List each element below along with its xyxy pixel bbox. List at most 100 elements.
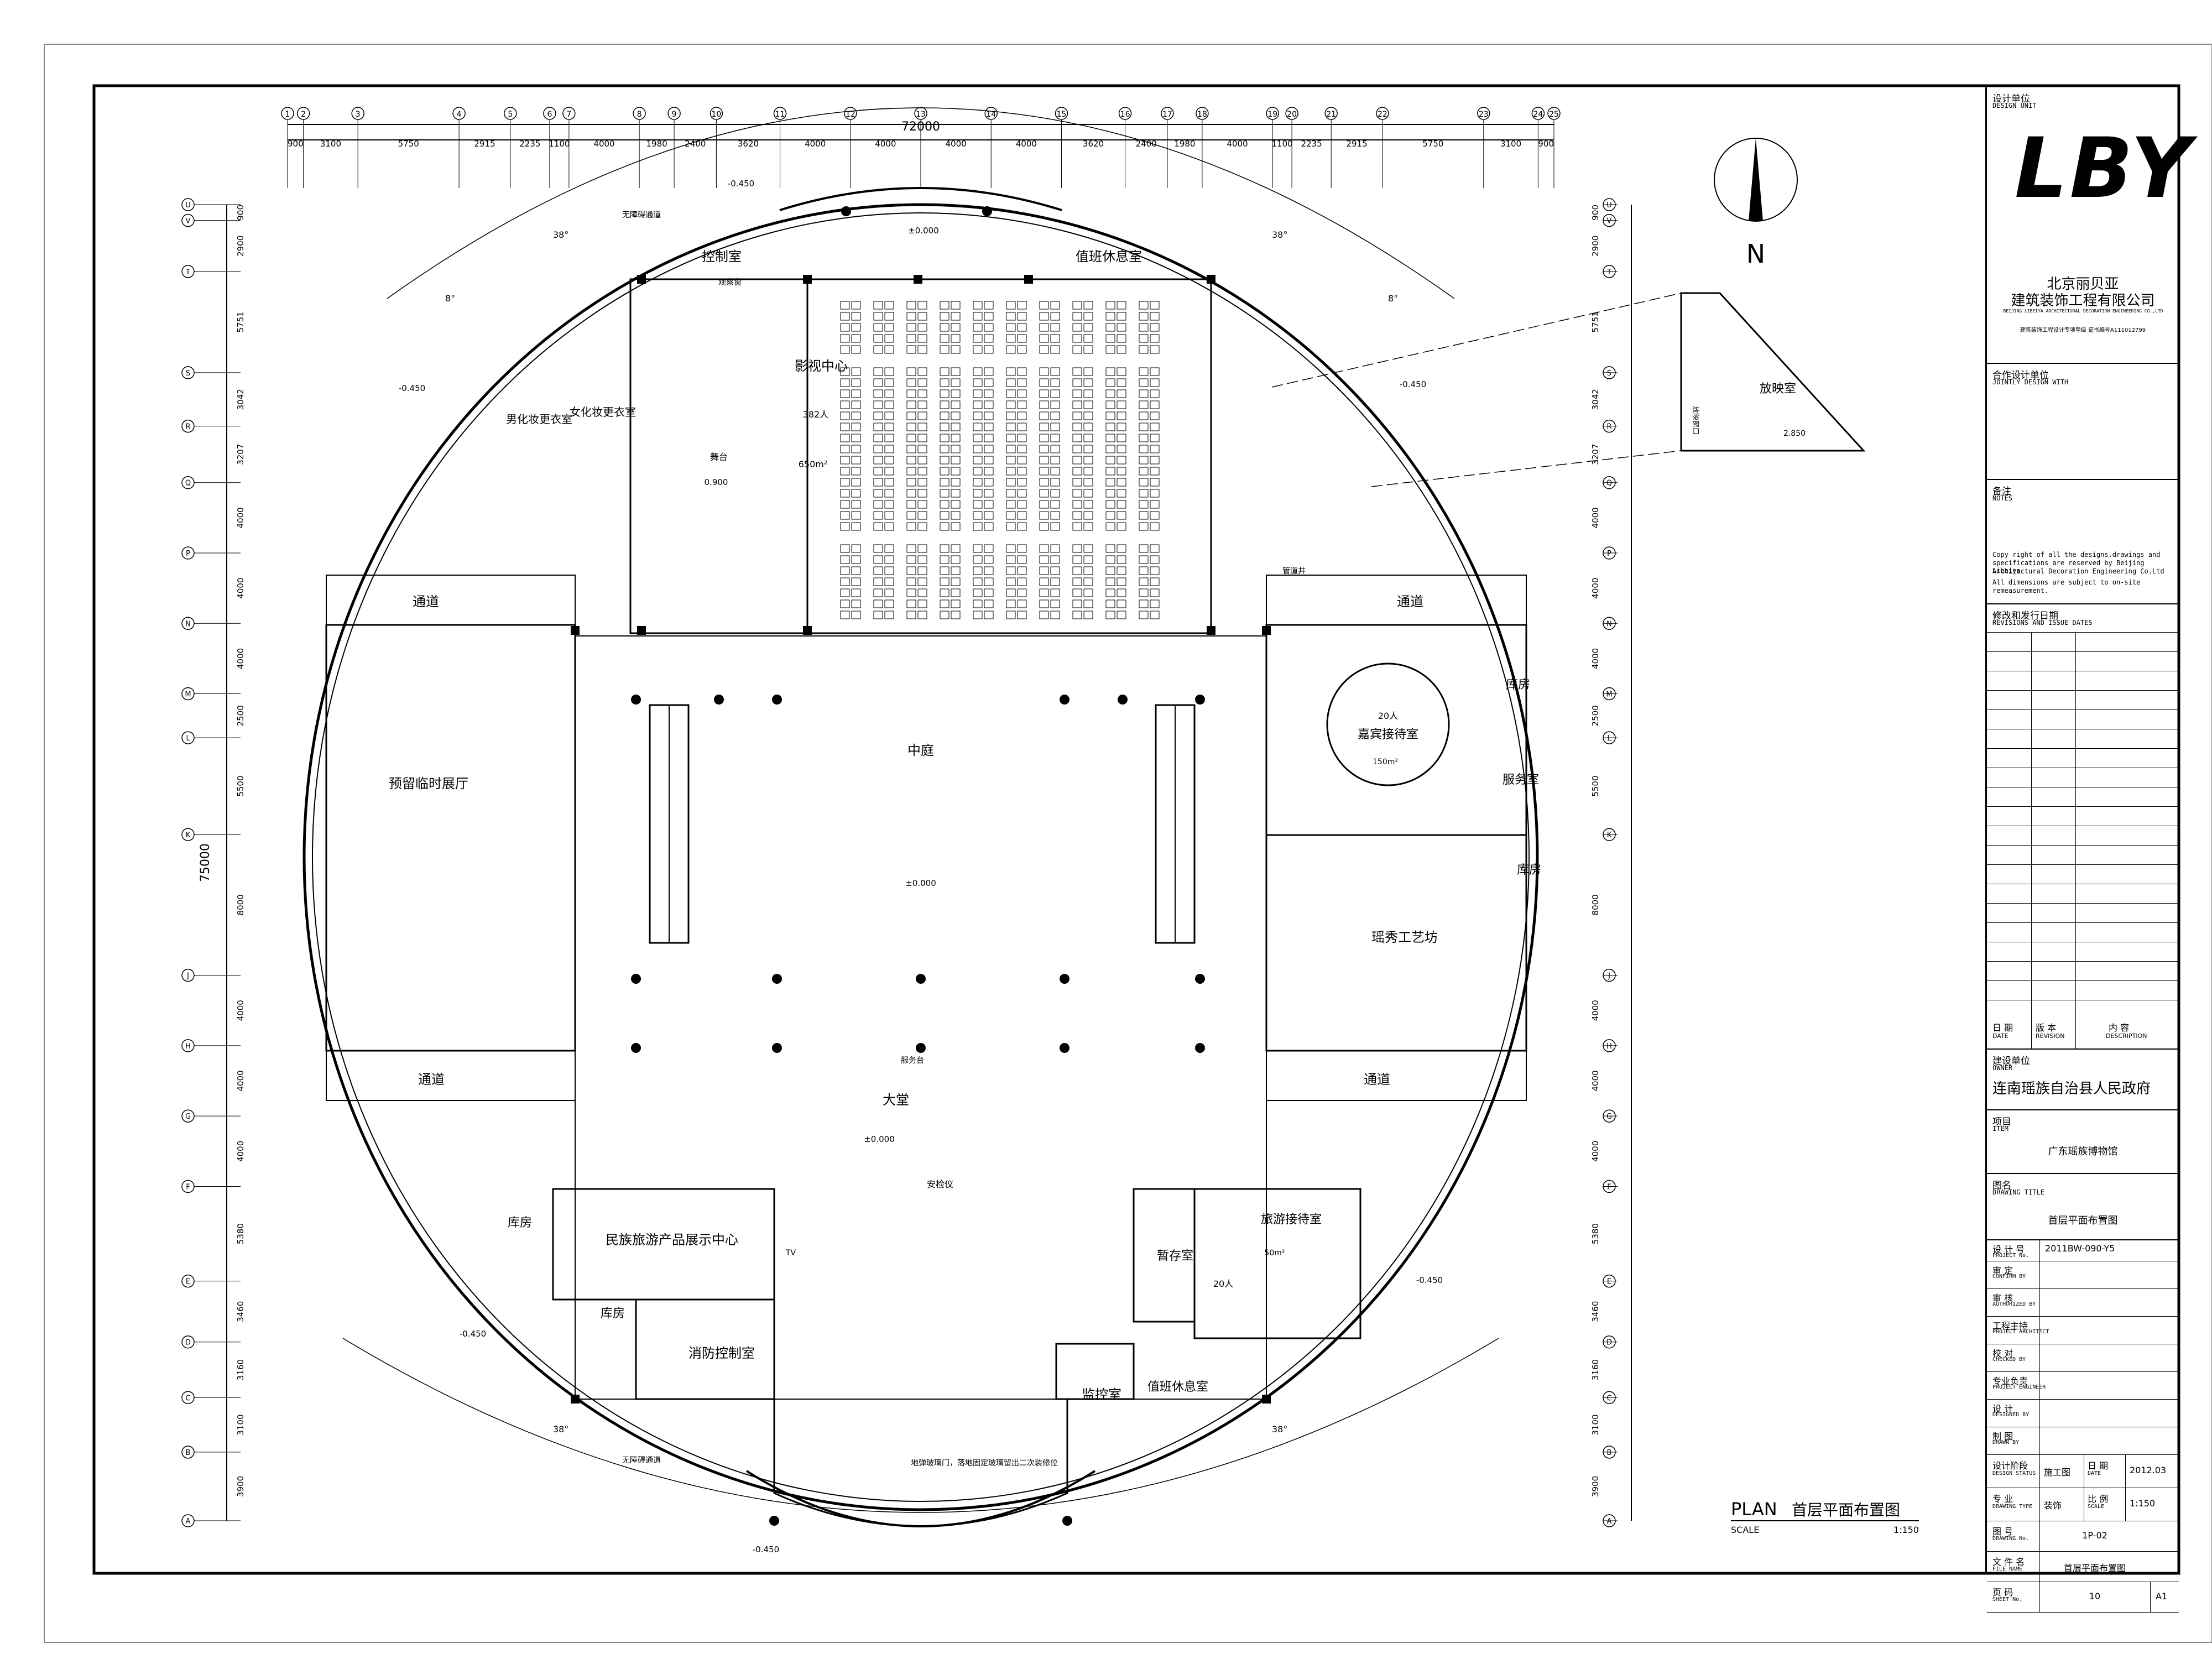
axis-label-side: S	[186, 369, 190, 378]
seat	[906, 345, 916, 354]
label-barrier-free-top: 无障碍通道	[622, 211, 661, 220]
axis-label-side: F	[186, 1183, 190, 1191]
seat	[1050, 588, 1060, 597]
seat	[840, 478, 850, 487]
dim-label-top: 900	[288, 139, 304, 149]
plan-scale-label: SCALE	[1731, 1525, 1759, 1535]
seat	[1083, 434, 1093, 442]
label-monitor-room: 监控室	[1082, 1387, 1121, 1402]
seat	[984, 334, 994, 343]
label-duty-rest-bottom: 值班休息室	[1147, 1380, 1208, 1394]
seat	[973, 301, 983, 310]
label-tour-capacity: 20人	[1213, 1279, 1233, 1289]
seat	[917, 611, 927, 619]
seat	[984, 301, 994, 310]
seat	[906, 445, 916, 453]
seat	[1139, 467, 1149, 476]
tb-pair-label-en: DESIGN STATUS	[1992, 1470, 2036, 1477]
seat	[1083, 611, 1093, 619]
tb-pair-value-2: 1:150	[2130, 1498, 2156, 1509]
seat	[1006, 378, 1016, 387]
column-round	[714, 695, 724, 705]
seat	[1039, 522, 1049, 531]
seat	[1150, 434, 1160, 442]
seat	[1039, 334, 1049, 343]
seat	[1117, 400, 1126, 409]
tb-row-label-cn: 工程主持	[1992, 1321, 2028, 1331]
seat	[1006, 489, 1016, 498]
dim-label-side: 3160	[1590, 1359, 1600, 1380]
seat	[1050, 456, 1060, 465]
seat	[1139, 434, 1149, 442]
seat	[940, 434, 950, 442]
seat	[906, 489, 916, 498]
seat	[1150, 301, 1160, 310]
seat	[851, 456, 861, 465]
axis-label-top: 5	[508, 110, 513, 119]
axis-label-side: A	[1607, 1517, 1612, 1526]
dim-label-side: 3207	[1590, 444, 1600, 465]
dim-label-side: 5500	[1590, 775, 1600, 796]
seat	[973, 411, 983, 420]
seat	[940, 334, 950, 343]
label-ticket-desk: 服务台	[901, 1056, 924, 1065]
seat	[1039, 489, 1049, 498]
seat	[1039, 411, 1049, 420]
label-cinema-capacity: 382人	[803, 409, 829, 420]
seat	[1139, 422, 1149, 431]
seat	[1072, 323, 1082, 332]
axis-label-top: 22	[1378, 110, 1387, 119]
company-en: BEIJING LIBEIYA ARCHITECTURAL DECORATION…	[2003, 309, 2163, 314]
seat	[1139, 378, 1149, 387]
seat	[973, 434, 983, 442]
seat	[951, 456, 961, 465]
seat	[1150, 489, 1160, 498]
seat	[1139, 544, 1149, 553]
elev-top-entry: ±0.000	[908, 226, 939, 236]
axis-label-side: U	[185, 201, 191, 210]
seat	[984, 500, 994, 509]
seat	[1117, 489, 1126, 498]
axis-label-side: K	[1607, 831, 1612, 839]
dim-label-side: 900	[236, 205, 246, 221]
seat	[1117, 312, 1126, 321]
seat	[1050, 323, 1060, 332]
seat	[1139, 489, 1149, 498]
seat	[1117, 611, 1126, 619]
label-female-dressing: 女化妆更衣室	[570, 405, 636, 419]
angle-nw: 38°	[553, 229, 568, 240]
seat	[1139, 611, 1149, 619]
label-passage-ne: 通道	[1397, 594, 1423, 609]
seat	[917, 301, 927, 310]
seat	[884, 434, 894, 442]
label-passage-nw: 通道	[413, 594, 439, 609]
seat	[851, 500, 861, 509]
seat	[840, 422, 850, 431]
seat	[1017, 389, 1027, 398]
seat	[951, 323, 961, 332]
seat	[951, 500, 961, 509]
axis-label-top: 3	[356, 110, 361, 119]
seat	[951, 478, 961, 487]
passage-sw	[326, 1050, 576, 1101]
label-stage: 舞台	[710, 452, 728, 462]
seat	[973, 456, 983, 465]
dim-label-side: 3207	[236, 444, 246, 465]
seat	[1017, 522, 1027, 531]
seat	[1083, 577, 1093, 586]
seat	[973, 334, 983, 343]
seat	[984, 456, 994, 465]
tb-row-value: 10	[2089, 1591, 2101, 1601]
seat	[1072, 544, 1082, 553]
seat	[906, 389, 916, 398]
revision-col-1	[2031, 632, 2032, 1050]
seat	[917, 478, 927, 487]
revision-row-line	[1987, 651, 2179, 652]
seat	[951, 434, 961, 442]
axis-bubble-top	[1324, 107, 1338, 120]
seat	[1117, 334, 1126, 343]
seat	[984, 378, 994, 387]
